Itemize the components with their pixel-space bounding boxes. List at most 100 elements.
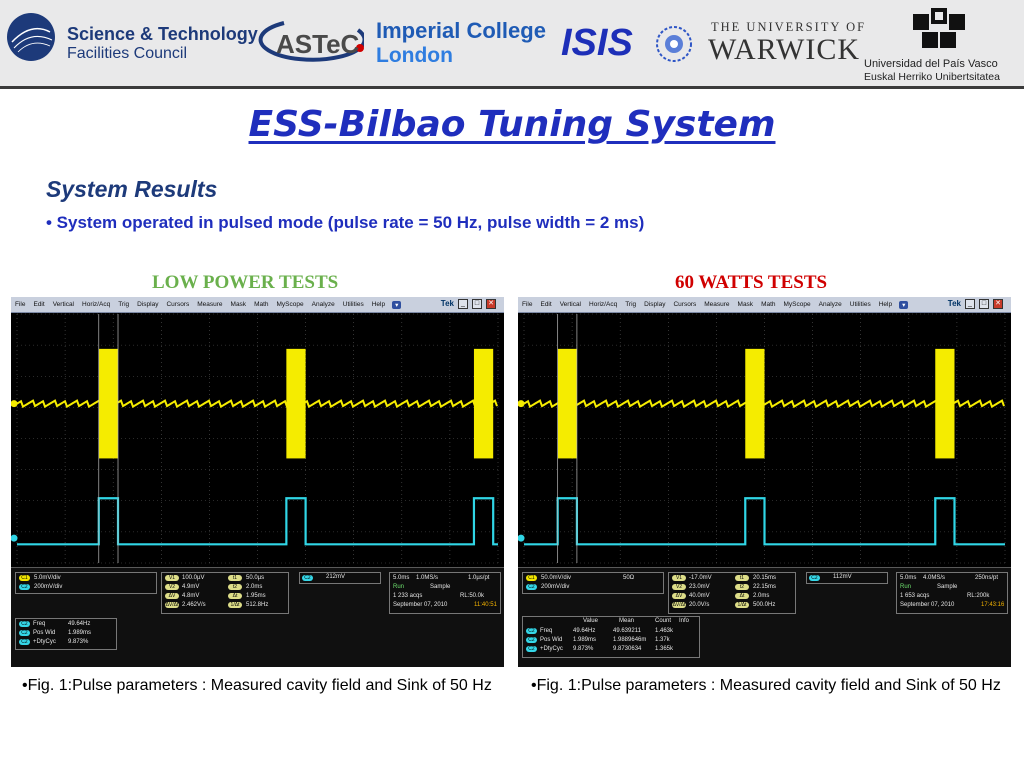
scope-menu-item[interactable]: Display bbox=[644, 301, 666, 308]
menu-dropdown-icon[interactable]: ▾ bbox=[392, 300, 402, 309]
slide-title-text: ESS-Bilbao Tuning System bbox=[248, 104, 776, 145]
cursor-t-value: 500.0Hz bbox=[753, 602, 776, 608]
scope-menu-item[interactable]: File bbox=[15, 301, 26, 308]
ch2-ground-marker-icon[interactable] bbox=[11, 534, 18, 542]
scope-screenshot-low-power: File Edit Vertical Horiz/Acq Trig Display Curs… bbox=[11, 297, 504, 667]
scope-menu-item[interactable]: Edit bbox=[540, 301, 552, 308]
scope-menu-item[interactable]: Measure bbox=[704, 301, 730, 308]
stfc-logo bbox=[6, 12, 56, 67]
cursor-v-tag: V2 bbox=[165, 584, 179, 590]
cursor-v-value: 100.0µV bbox=[182, 575, 205, 581]
scope-menu-item[interactable]: Measure bbox=[197, 301, 223, 308]
warwick-name-line2: WARWICK bbox=[708, 33, 860, 66]
scope-menu-item[interactable]: Utilities bbox=[342, 301, 364, 308]
measurement-column-header: Mean bbox=[619, 618, 635, 624]
measurement-value: 49.64Hz bbox=[573, 628, 596, 634]
measurement-name: +DtyCyc bbox=[540, 646, 563, 652]
measurement-count: 1.37k bbox=[655, 637, 670, 643]
ch1-pulse-burst bbox=[557, 348, 577, 459]
ch2-ground-marker-icon[interactable] bbox=[518, 534, 525, 542]
cursor-v-value: 4.8mV bbox=[182, 593, 200, 599]
cursor-t-value: 22.15ms bbox=[753, 584, 777, 590]
measurement-value: 9.873% bbox=[573, 646, 594, 652]
trigger-level: 212mV bbox=[326, 574, 346, 580]
astec-name: ASTeC bbox=[276, 29, 360, 59]
banner-divider bbox=[0, 86, 1024, 89]
scope-menu-item[interactable]: Help bbox=[878, 301, 893, 308]
measurement-name: Pos Wid bbox=[540, 637, 563, 643]
cursor-t-tag: 1/Δt bbox=[228, 602, 242, 608]
measurement-name: Freq bbox=[33, 621, 46, 627]
scope-menu-item[interactable]: Analyze bbox=[311, 301, 335, 308]
scope-menu-item[interactable]: Vertical bbox=[559, 301, 582, 308]
scope-menu-item[interactable]: Mask bbox=[230, 301, 247, 308]
acq-date: September 07, 2010 bbox=[393, 602, 448, 608]
ch2-scale: 200mV/div bbox=[541, 584, 570, 590]
isis-target-icon bbox=[656, 26, 692, 62]
measurement-mean: 49.639211 bbox=[613, 628, 641, 634]
measurement-name: +DtyCyc bbox=[33, 639, 56, 645]
scope-menu-item[interactable]: Horiz/Acq bbox=[589, 301, 618, 308]
measurement-column-header: Info bbox=[679, 618, 690, 624]
measurement-value: 9.873% bbox=[68, 639, 89, 645]
scope-menu-item[interactable]: MyScope bbox=[276, 301, 304, 308]
measurement-source-tag: C2 bbox=[526, 637, 537, 643]
cursor-v-value: 40.0mV bbox=[689, 593, 710, 599]
measurement-count: 1.463k bbox=[655, 628, 674, 634]
ch1-pulse-burst bbox=[98, 348, 119, 459]
acq-count: 1 653 acqs bbox=[900, 593, 930, 599]
scope-menu-item[interactable]: Trig bbox=[118, 301, 130, 308]
acq-time: 11:40:51 bbox=[474, 602, 497, 608]
warwick-name-line1: THE UNIVERSITY OF bbox=[711, 20, 867, 34]
graticule bbox=[16, 313, 499, 564]
scope-menu-item[interactable]: Display bbox=[137, 301, 159, 308]
scope-menu-item[interactable]: Utilities bbox=[849, 301, 871, 308]
upv-name-line1: Universidad del País Vasco bbox=[864, 58, 998, 70]
cursor-t-tag: t1 bbox=[735, 575, 749, 581]
scope-menu-item[interactable]: Edit bbox=[33, 301, 45, 308]
menu-dropdown-icon[interactable]: ▾ bbox=[899, 300, 909, 309]
stfc-globe-icon bbox=[7, 13, 55, 61]
measurement-source-tag: C2 bbox=[526, 628, 537, 634]
tek-brand: Tek bbox=[947, 299, 961, 308]
low-power-tests-label: LOW POWER TESTS bbox=[152, 272, 339, 293]
ch1-ground-marker-icon[interactable] bbox=[11, 400, 18, 408]
scope-menu-item[interactable]: Analyze bbox=[818, 301, 842, 308]
minimize-window-icon[interactable]: _ bbox=[458, 299, 468, 309]
scope-menu-item[interactable]: Math bbox=[254, 301, 269, 308]
scope-menu-item[interactable]: Trig bbox=[625, 301, 637, 308]
measurement-name: Freq bbox=[540, 628, 553, 634]
cursor-t-value: 2.0ms bbox=[246, 584, 263, 590]
close-window-icon[interactable]: ✕ bbox=[486, 299, 496, 309]
astec-logo: ASTeC bbox=[254, 20, 367, 66]
scope-menu-item[interactable]: Help bbox=[371, 301, 386, 308]
scope-menu-item[interactable]: File bbox=[522, 301, 533, 308]
ch1-pulse-burst bbox=[286, 348, 306, 459]
logo-banner: Science & Technology Facilities Council … bbox=[0, 0, 1024, 86]
sample-rate: 4.0MS/s bbox=[923, 575, 946, 581]
restore-window-icon[interactable]: □ bbox=[979, 299, 989, 309]
cursor-v-value: 4.9mV bbox=[182, 584, 200, 590]
measurement-value: 1.989ms bbox=[573, 637, 597, 643]
trigger-source-tag: C2 bbox=[809, 575, 820, 581]
section-heading: System Results bbox=[46, 176, 218, 202]
acq-state: Run bbox=[393, 584, 405, 590]
scope-menu-item[interactable]: Horiz/Acq bbox=[82, 301, 111, 308]
scope-menu-item[interactable]: Vertical bbox=[52, 301, 75, 308]
scope-menu-item[interactable]: Mask bbox=[737, 301, 754, 308]
scope-menu-item[interactable]: Math bbox=[761, 301, 776, 308]
close-window-icon[interactable]: ✕ bbox=[993, 299, 1003, 309]
measurement-column-header: Value bbox=[583, 618, 598, 624]
scope-menu-item[interactable]: MyScope bbox=[783, 301, 811, 308]
ch1-ground-marker-icon[interactable] bbox=[518, 400, 525, 408]
scope-menu-item[interactable]: Cursors bbox=[166, 301, 190, 308]
minimize-window-icon[interactable]: _ bbox=[965, 299, 975, 309]
restore-window-icon[interactable]: □ bbox=[472, 299, 482, 309]
stfc-name-line2: Facilities Council bbox=[67, 45, 188, 62]
scope-menu-item[interactable]: Cursors bbox=[673, 301, 697, 308]
